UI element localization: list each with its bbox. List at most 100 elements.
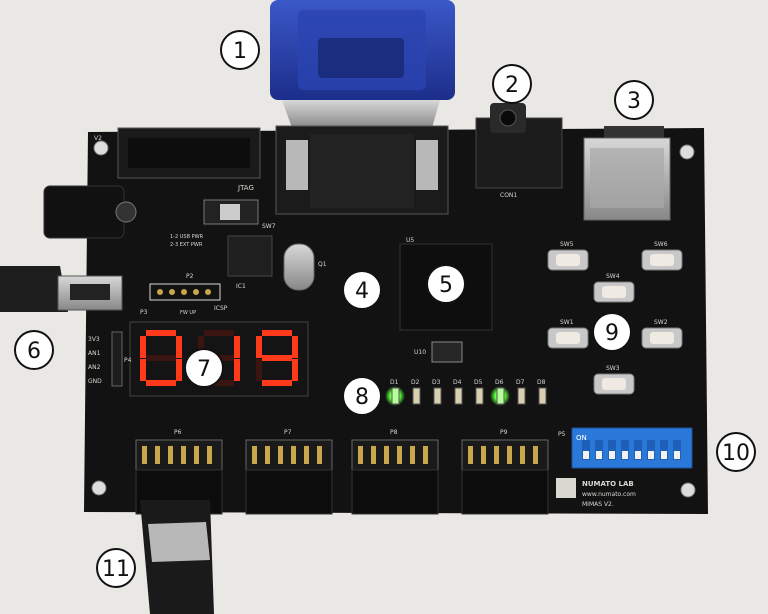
- led-d3: D3: [432, 379, 442, 405]
- mount-hole: [680, 482, 696, 498]
- v2-label: V2: [94, 135, 102, 142]
- p4-pin-gnd: GND: [88, 378, 102, 385]
- led-label: D4: [453, 379, 462, 386]
- power-label-ext: 2-3 EXT PWR: [170, 242, 203, 248]
- jtag-header: JTAG V2: [94, 127, 261, 192]
- segment-f: [198, 336, 204, 358]
- dip-slot: [582, 440, 590, 460]
- power-label-usb: 1-2 USB PWR: [170, 234, 204, 240]
- dip-lever: [596, 451, 602, 459]
- segment-a: [262, 330, 292, 336]
- callout-number: 11: [102, 557, 130, 582]
- dip-lever: [609, 451, 615, 459]
- callout-number: 3: [627, 89, 641, 114]
- microsd-slot: [583, 126, 671, 221]
- segment-g: [262, 355, 292, 361]
- header-label: P7: [284, 429, 292, 436]
- dip-slot: [608, 440, 616, 460]
- header-label: P9: [500, 429, 508, 436]
- icsp-label: ICSP: [214, 305, 228, 312]
- dip-switch: ON P5: [558, 427, 693, 469]
- u10-chip: U10: [414, 341, 463, 363]
- dip-lever: [583, 451, 589, 459]
- header-label: P8: [390, 429, 398, 436]
- callout-6: 6: [14, 330, 54, 370]
- jtag-label: JTAG: [237, 184, 254, 192]
- segment-c: [292, 359, 298, 381]
- fw-up-label: FW UP: [180, 310, 196, 316]
- segment-a: [146, 330, 176, 336]
- ribbon-cable: [140, 500, 214, 614]
- dip-lever: [661, 451, 667, 459]
- callout-5: 5: [426, 264, 466, 304]
- led-d7: D7: [516, 379, 526, 405]
- segment-g: [146, 355, 176, 361]
- switch-label: SW2: [654, 319, 668, 326]
- segment-c: [234, 359, 240, 381]
- callout-1: 1: [220, 30, 260, 70]
- dip-slot: [621, 440, 629, 460]
- callout-2: 2: [492, 64, 532, 104]
- p5-label: P5: [558, 431, 566, 438]
- segment-a: [204, 330, 234, 336]
- dip-slot: [647, 440, 655, 460]
- push-button-sw5: SW5: [547, 241, 589, 271]
- dip-slot: [660, 440, 668, 460]
- push-button-sw2: SW2: [641, 319, 683, 349]
- push-button-sw1: SW1: [547, 319, 589, 349]
- led-label: D2: [411, 379, 420, 386]
- callout-number: 2: [505, 73, 519, 98]
- crystal-oscillator: Q1: [283, 243, 327, 291]
- push-button-sw3: SW3: [593, 365, 635, 395]
- board-model: MIMAS V2.: [582, 501, 614, 508]
- icsp-header: P2 ICSP P3 FW UP: [140, 273, 228, 316]
- dip-lever: [674, 451, 680, 459]
- led-label: D1: [390, 379, 399, 386]
- callout-3: 3: [614, 80, 654, 120]
- con1-label: CON1: [500, 192, 517, 199]
- vga-connector: [270, 0, 455, 215]
- led-label: D7: [516, 379, 525, 386]
- callout-number: 5: [439, 273, 453, 298]
- led-label: D3: [432, 379, 441, 386]
- callout-11: 11: [96, 548, 136, 588]
- led-label: D5: [474, 379, 483, 386]
- callout-number: 9: [605, 321, 619, 346]
- p4-label: P4: [124, 357, 132, 364]
- mount-hole: [93, 140, 109, 156]
- segment-b: [292, 336, 298, 358]
- p4-pin-an2: AN2: [88, 364, 101, 371]
- usb-connector: [0, 266, 123, 312]
- header-p8: P8: [351, 429, 439, 515]
- dip-on-label: ON: [576, 434, 587, 442]
- callout-4: 4: [342, 270, 382, 310]
- switch-label: SW5: [560, 241, 574, 248]
- ic1-label: IC1: [236, 283, 246, 290]
- header-p7: P7: [245, 429, 333, 515]
- mount-hole: [679, 144, 695, 160]
- segment-f: [140, 336, 146, 358]
- segment-c: [176, 359, 182, 381]
- callout-7: 7: [184, 348, 224, 388]
- led-d1: D1: [385, 379, 405, 406]
- audio-jack: CON1: [475, 103, 563, 199]
- led-label: D8: [537, 379, 546, 386]
- callout-number: 6: [27, 339, 41, 364]
- segment-e: [256, 359, 262, 381]
- segment-f: [256, 336, 262, 358]
- dip-slot: [673, 440, 681, 460]
- led-d5: D5: [474, 379, 484, 405]
- mount-hole: [91, 480, 107, 496]
- switch-label: SW3: [606, 365, 620, 372]
- dip-slot: [634, 440, 642, 460]
- callout-9: 9: [592, 312, 632, 352]
- brand-name: NUMATO LAB: [582, 480, 634, 488]
- seven-seg-digit: [140, 330, 182, 386]
- callout-number: 10: [722, 441, 750, 466]
- u5-label: U5: [406, 237, 414, 244]
- callout-10: 10: [716, 432, 756, 472]
- p4-pin-an1: AN1: [88, 350, 101, 357]
